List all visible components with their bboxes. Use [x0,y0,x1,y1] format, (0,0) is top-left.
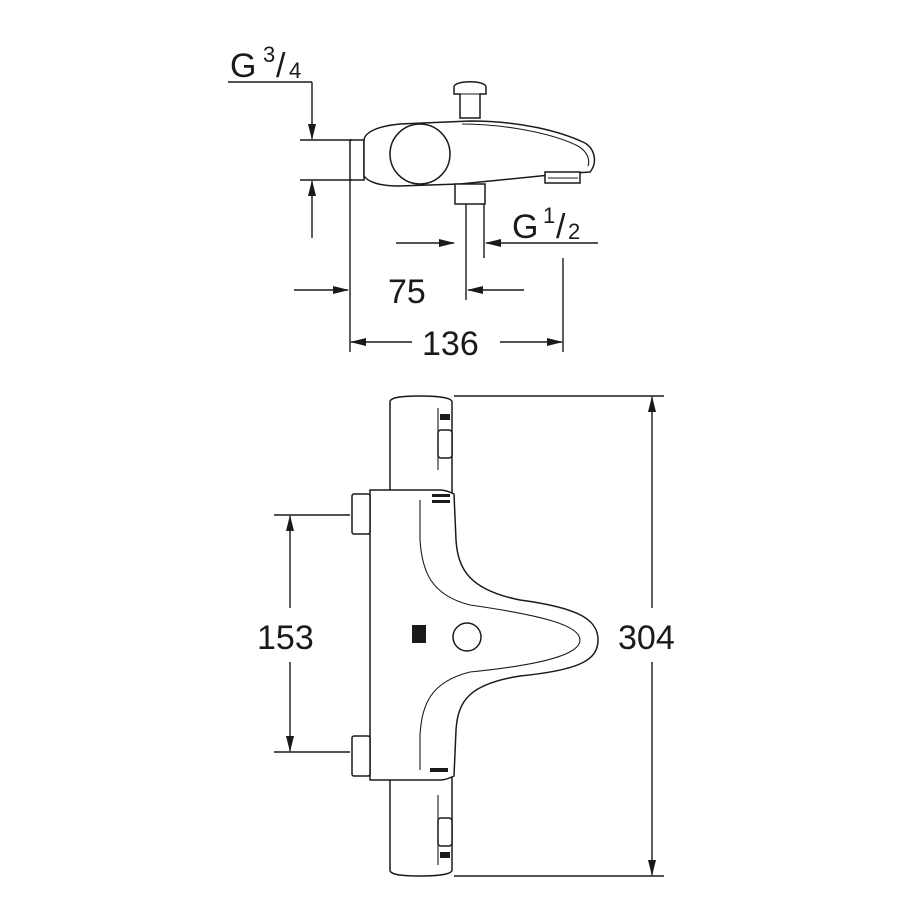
top-scale-mark [432,494,450,497]
top-handle-notch [440,414,450,420]
thread-small-denominator: 2 [568,219,580,244]
bottom-scale-mark [430,768,448,772]
bottom-outlet [454,183,486,205]
thermostat-knob [389,123,451,185]
thread-small-slash: / [556,208,566,246]
thread-large-prefix: G [230,47,256,85]
dim-total-height: 304 [618,619,675,657]
top-scale-mark-2 [432,500,450,503]
diverter-knob [453,81,487,119]
dim-inlet-spacing: 153 [257,619,314,657]
spout-contour [461,123,590,167]
upper-inlet [351,493,371,535]
thread-small-prefix: G [512,208,538,246]
dim-spout-projection: 75 [388,273,426,311]
dim-total-depth: 136 [422,325,479,363]
center-marking [412,625,426,643]
thread-large-numerator: 3 [263,42,275,67]
side-view: G 3 / 4 G 1 / 2 75 136 [228,42,598,363]
lower-inlet [351,735,371,777]
bottom-handle-notch [440,852,450,858]
bottom-handle-grip [437,817,453,847]
mixer-inner-contour [419,500,581,770]
thread-large-denominator: 4 [289,58,301,83]
thread-large-slash: / [276,47,286,85]
wall-connector [349,139,365,181]
top-handle-grip [437,429,453,459]
thread-small-numerator: 1 [543,203,555,228]
mixer-center-body [369,489,599,781]
center-knob [452,622,482,652]
front-view: 153 304 [257,395,675,877]
